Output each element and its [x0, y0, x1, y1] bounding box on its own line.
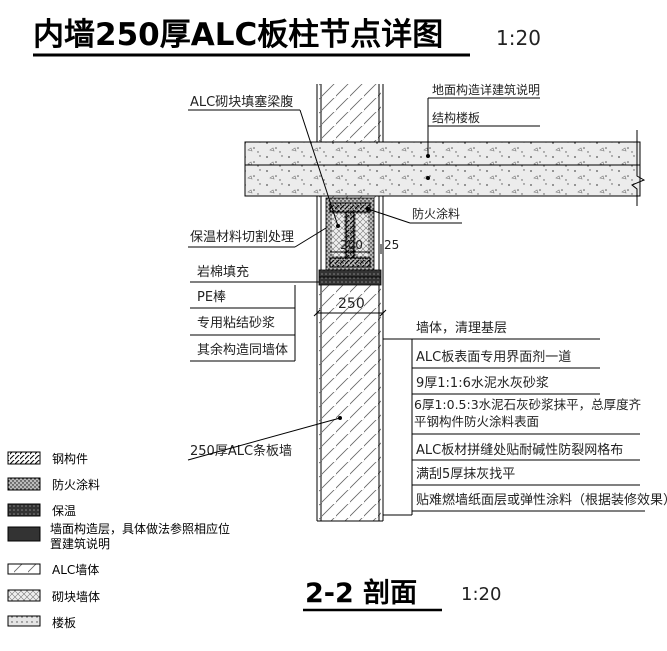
callout-floor-dot	[426, 154, 430, 158]
callout-alc-wall-line	[187, 417, 341, 461]
legend-label-alc: ALC墙体	[52, 563, 99, 577]
legend-swatch-block	[7, 589, 41, 602]
steel-top-flange	[329, 202, 371, 213]
slab-break-mark	[631, 130, 646, 206]
legend-label-insulation: 保温	[52, 504, 76, 518]
section-scale: 1:20	[461, 584, 501, 605]
layers-header: 墙体，清理基层	[416, 321, 507, 336]
legend-swatch-slab	[7, 615, 41, 627]
layer-2: 9厚1:1:6水泥水灰砂浆	[416, 376, 549, 391]
layer-1: ALC板表面专用界面剂一道	[416, 350, 571, 365]
legend-swatch-steel	[7, 451, 41, 465]
callout-alc-block-dot	[336, 224, 340, 228]
title-scale: 1:20	[496, 26, 541, 50]
alc-wall-top	[319, 84, 381, 142]
callout-alc-block: ALC砌块填塞梁腹	[190, 94, 293, 110]
callout-insulation-cut: 保温材料切割处理	[190, 229, 294, 245]
dim-250: 250	[338, 296, 365, 312]
callout-alc-wall-dot	[338, 416, 342, 420]
callout-fire-leader	[367, 208, 411, 224]
callout-floor-finish: 地面构造详建筑说明	[432, 82, 540, 97]
callout-alc-wall: 250厚ALC条板墙	[190, 443, 292, 459]
legend-swatch-insulation	[7, 503, 41, 517]
alc-wall-bottom	[319, 285, 381, 521]
layer-3: 6厚1:0.5:3水泥石灰砂浆抹平，总厚度齐平钢构件防火涂料表面	[414, 397, 642, 429]
callout-alc-block-leader	[299, 109, 339, 227]
callout-insulation-leader	[294, 227, 327, 248]
legend-swatch-finish	[7, 526, 41, 542]
legend-label-fire: 防火涂料	[52, 477, 100, 492]
layer-5: 满刮5厚抹灰找平	[416, 467, 515, 482]
callout-slab: 结构楼板	[432, 110, 480, 125]
dim-25: 25	[384, 238, 399, 252]
drawing-title: 内墙250厚ALC板柱节点详图	[33, 17, 443, 53]
structural-slab	[244, 164, 641, 197]
layer-6: 贴难燃墙纸面层或弹性涂料（根据装修效果）	[416, 492, 667, 508]
callout-adhesive: 专用粘结砂浆	[197, 316, 275, 331]
legend-label-block: 砌块墙体	[52, 590, 100, 604]
steel-bottom-flange	[329, 257, 371, 268]
legend-label-finish: 墙面构造层，具体做法参照相应位置建筑说明	[50, 522, 231, 551]
legend: 钢构件 防火涂料 保温 墙面构造层，具体做法参照相应位置建筑说明 ALC墙体 砌…	[7, 451, 231, 630]
legend-swatch-alc	[7, 563, 41, 575]
callout-slab-dot	[426, 176, 430, 180]
section-title: 2-2 剖面	[305, 577, 417, 609]
dim-200: 200	[340, 238, 363, 252]
block-fill-left	[332, 214, 344, 256]
block-fill-right	[356, 214, 368, 256]
callout-fire-dot	[366, 207, 370, 211]
callout-rest-same: 其余构造同墙体	[197, 342, 288, 358]
legend-label-slab: 楼板	[52, 615, 76, 630]
callout-rock-wool: 岩棉填充	[197, 264, 249, 280]
legend-label-finish-wrap: 墙面构造层，具体做法参照相应位置建筑说明	[50, 522, 231, 551]
legend-label-steel: 钢构件	[52, 451, 88, 466]
callout-pe-rod: PE棒	[197, 290, 226, 305]
layer-3-wrap: 6厚1:0.5:3水泥石灰砂浆抹平，总厚度齐平钢构件防火涂料表面	[414, 397, 642, 429]
layer-4: ALC板材拼缝处贴耐碱性防裂网格布	[416, 442, 623, 458]
callout-fire: 防火涂料	[412, 206, 460, 221]
dim-250-ticks	[313, 309, 387, 317]
floor-finish	[244, 141, 641, 166]
legend-swatch-fire	[7, 477, 41, 491]
